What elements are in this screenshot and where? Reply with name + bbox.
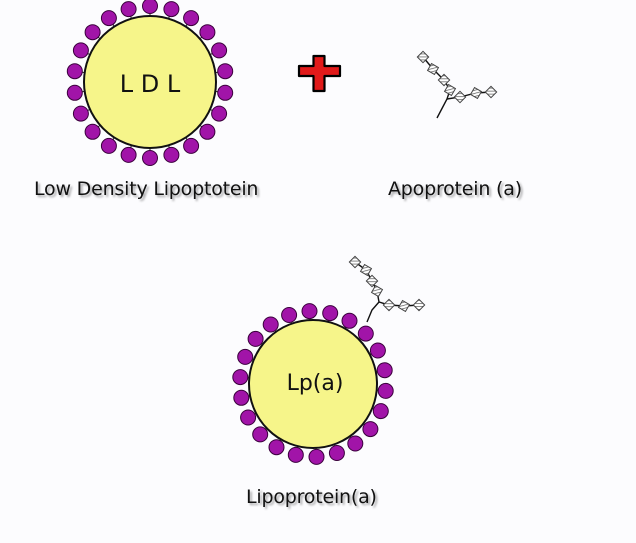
lpa-kringle (382, 298, 396, 312)
ldl-core-label: L D L (120, 70, 181, 98)
ldl-bead (142, 150, 158, 166)
lpa-bead (240, 409, 257, 426)
ldl-bead (199, 123, 216, 140)
ldl-particle: L D L (66, 0, 234, 166)
apo-kringle (437, 73, 451, 87)
ldl-bead (211, 42, 228, 59)
lpa-bead (247, 330, 264, 347)
ldl-bead (142, 0, 158, 14)
ldl-bead (84, 24, 101, 41)
ldl-bead (72, 42, 89, 59)
lpa-bead (369, 342, 386, 359)
lpa-bead (341, 312, 358, 329)
lpa-bead (377, 382, 394, 399)
lpa-kringle (397, 299, 411, 313)
apoprotein-caption: Apoprotein (a) (388, 178, 522, 200)
lpa-bead (287, 446, 304, 463)
lpa-bead (347, 435, 364, 452)
ldl-bead (66, 63, 83, 80)
lpa-core-label: Lp(a) (287, 371, 344, 396)
ldl-core (83, 15, 217, 149)
lpa-bead (281, 307, 298, 323)
apoprotein-a-chain (416, 50, 498, 119)
lpa-bead (252, 426, 269, 443)
ldl-bead (183, 10, 200, 27)
apo-kringle (426, 62, 440, 76)
apo-kringle (443, 83, 457, 97)
plus-icon (297, 54, 342, 93)
ldl-bead (217, 63, 234, 80)
lpa-bead (308, 448, 325, 465)
lpa-bead (237, 348, 254, 365)
lpa-bead (376, 362, 393, 379)
ldl-bead (163, 146, 180, 163)
lpa-kringle (412, 298, 426, 312)
ldl-bead (199, 24, 216, 41)
ldl-caption: Low Density Lipoptotein (34, 178, 259, 200)
lpa-kringle (370, 284, 384, 298)
lpa-kringle (365, 274, 379, 288)
ldl-bead (100, 10, 117, 27)
lpa-particle: Lp(a) (232, 255, 426, 465)
apo-kringle (469, 86, 483, 100)
ldl-bead (120, 1, 137, 18)
apo-kringle (453, 90, 467, 104)
lpa-bead (372, 403, 389, 420)
ldl-bead (183, 137, 200, 154)
lpa-core (248, 319, 378, 449)
lpa-caption: Lipoprotein(a) (246, 486, 377, 508)
ldl-bead (84, 123, 101, 140)
lpa-bead (357, 325, 374, 342)
lpa-bead (233, 389, 250, 406)
lpa-bead (301, 303, 318, 320)
ldl-bead (211, 105, 228, 122)
ldl-bead (100, 137, 117, 154)
lpa-bead-ring (232, 303, 394, 465)
lpa-apoprotein-a-chain (348, 255, 426, 313)
ldl-bead (217, 84, 234, 101)
lpa-bead (328, 445, 345, 461)
lpa-kringle (359, 263, 373, 277)
ldl-bead (72, 105, 89, 122)
ldl-bead (120, 146, 137, 163)
lpa-bead (268, 439, 285, 456)
ldl-bead (163, 1, 180, 18)
lpa-bead (362, 421, 379, 438)
lpa-bead (232, 369, 249, 386)
ldl-bead-ring (66, 0, 234, 166)
lpa-bead (262, 316, 279, 333)
apo-kringle (416, 50, 430, 64)
lpa-kringle (348, 255, 362, 269)
lpa-bead (322, 305, 339, 322)
ldl-bead (66, 84, 83, 101)
apo-kringle (484, 85, 498, 99)
